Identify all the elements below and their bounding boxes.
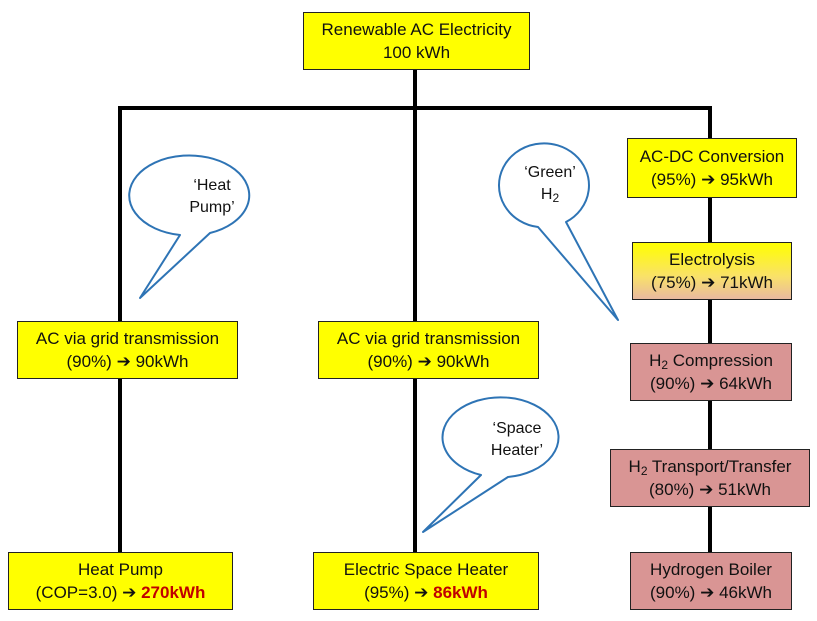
left-grid-transmission-box: AC via grid transmission (90%) ➔ 90kWh <box>17 321 238 379</box>
bubble-line: ‘Space <box>492 420 542 437</box>
h-symbol: H <box>628 457 641 476</box>
box-detail: (90%) ➔ 64kWh <box>650 372 772 395</box>
box-title: Electric Space Heater <box>343 560 509 579</box>
heat-pump-bubble <box>128 154 251 299</box>
energy-value: 95kWh <box>720 170 773 189</box>
arrow-right-icon: ➔ <box>122 583 137 602</box>
hydrogen-boiler-box: Hydrogen Boiler (90%) ➔ 46kWh <box>630 552 792 610</box>
arrow-right-icon: ➔ <box>116 352 131 371</box>
box-detail: (90%) ➔ 90kWh <box>368 350 490 373</box>
arrow-right-icon: ➔ <box>701 170 716 189</box>
electric-space-heater-box: Electric Space Heater (95%) ➔ 86kWh <box>313 552 539 610</box>
bubble-line: ‘Green’ <box>524 164 576 181</box>
title-rest: Compression <box>668 351 773 370</box>
space-heater-bubble-text: ‘Space Heater’ <box>462 418 572 462</box>
box-detail: (95%) ➔ 95kWh <box>651 168 773 191</box>
h-symbol: H <box>649 351 662 370</box>
box-title: Hydrogen Boiler <box>650 560 772 579</box>
subscript-2: 2 <box>640 464 648 478</box>
energy-value: 90kWh <box>436 352 490 371</box>
box-title: AC-DC Conversion <box>639 147 785 166</box>
arrow-right-icon: ➔ <box>414 583 429 602</box>
box-detail: (COP=3.0) ➔ 270kWh <box>36 581 206 604</box>
box-title: AC via grid transmission <box>336 329 521 348</box>
box-title: H2 Compression <box>649 349 773 372</box>
efficiency: (90%) <box>650 374 696 393</box>
box-detail: (75%) ➔ 71kWh <box>651 271 773 294</box>
efficiency: (75%) <box>651 273 697 292</box>
box-title: Electrolysis <box>669 250 755 269</box>
efficiency: (COP=3.0) <box>35 583 118 602</box>
h2-transport-box: H2 Transport/Transfer (80%) ➔ 51kWh <box>610 449 810 507</box>
h2-compression-box: H2 Compression (90%) ➔ 64kWh <box>630 343 792 401</box>
arrow-right-icon: ➔ <box>700 374 715 393</box>
arrow-right-icon: ➔ <box>417 352 432 371</box>
efficiency: (95%) <box>651 170 697 189</box>
heat-pump-box: Heat Pump (COP=3.0) ➔ 270kWh <box>8 552 233 610</box>
subscript-2: 2 <box>661 358 669 372</box>
ac-dc-conversion-box: AC-DC Conversion (95%) ➔ 95kWh <box>627 138 797 198</box>
box-title: Heat Pump <box>77 560 164 579</box>
efficiency: (80%) <box>649 480 695 499</box>
energy-value: 270kWh <box>141 583 206 602</box>
energy-value: 51kWh <box>718 480 771 499</box>
energy-value: 46kWh <box>719 583 772 602</box>
box-value: 100 kWh <box>382 43 451 62</box>
efficiency: (90%) <box>66 352 112 371</box>
heat-pump-bubble-text: ‘Heat Pump’ <box>157 175 267 219</box>
efficiency: (90%) <box>367 352 413 371</box>
energy-value: 86kWh <box>433 583 488 602</box>
energy-value: 64kWh <box>719 374 772 393</box>
bubble-line: H2 <box>500 184 600 206</box>
box-title: Renewable AC Electricity <box>321 20 512 39</box>
box-detail: (90%) ➔ 46kWh <box>650 581 772 604</box>
middle-grid-transmission-box: AC via grid transmission (90%) ➔ 90kWh <box>318 321 539 379</box>
h-symbol: H <box>540 186 553 203</box>
renewable-ac-box: Renewable AC Electricity 100 kWh <box>303 12 530 70</box>
subscript-2: 2 <box>552 191 560 205</box>
title-rest: Transport/Transfer <box>647 457 792 476</box>
box-detail: (95%) ➔ 86kWh <box>364 581 488 604</box>
energy-value: 90kWh <box>135 352 189 371</box>
box-title: AC via grid transmission <box>35 329 220 348</box>
box-detail: (80%) ➔ 51kWh <box>649 478 771 501</box>
electrolysis-box: Electrolysis (75%) ➔ 71kWh <box>632 242 792 300</box>
arrow-right-icon: ➔ <box>700 583 715 602</box>
arrow-right-icon: ➔ <box>701 273 716 292</box>
arrow-right-icon: ➔ <box>699 480 714 499</box>
space-heater-bubble <box>422 396 560 533</box>
bubble-line: ‘Heat <box>193 177 231 194</box>
energy-value: 71kWh <box>720 273 773 292</box>
green-h2-bubble-text: ‘Green’ H2 <box>500 162 600 206</box>
bubble-line: Pump’ <box>189 199 235 216</box>
box-title: H2 Transport/Transfer <box>629 455 792 478</box>
box-detail: (90%) ➔ 90kWh <box>67 350 189 373</box>
efficiency: (90%) <box>650 583 696 602</box>
bubble-line: Heater’ <box>490 442 544 459</box>
efficiency: (95%) <box>364 583 410 602</box>
green-h2-bubble <box>498 142 619 321</box>
